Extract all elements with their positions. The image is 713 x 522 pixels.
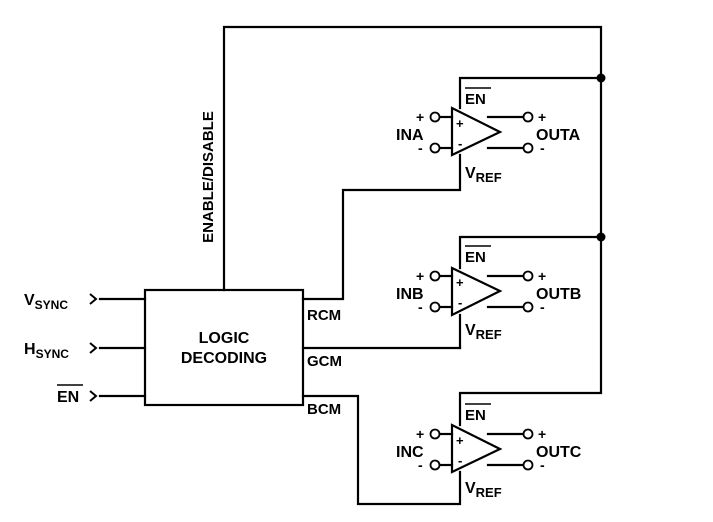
amplifier-b: + - + - INB + - OUTB EN VREF — [396, 245, 581, 342]
out-plus-sign-a: + — [538, 109, 546, 125]
logic-label: LOGIC — [199, 330, 250, 347]
opamp-minus-b: - — [458, 295, 462, 310]
enable-bus — [222, 25, 606, 427]
in-label-c: INC — [396, 444, 424, 461]
ctrl-label-rcm: RCM — [307, 307, 341, 324]
control-lines: RCM GCM BCM — [301, 153, 462, 506]
in-minus-sign-a: - — [418, 140, 423, 156]
junction-dot-b — [596, 232, 606, 242]
out-label-b: OUTB — [536, 286, 581, 303]
out-plus-sign-b: + — [538, 268, 546, 284]
opamp-triangle-c — [450, 423, 503, 474]
output-terminal-minus-c — [522, 459, 534, 471]
opamp-triangle-a — [450, 106, 503, 157]
input-hsync: HSYNC — [24, 341, 147, 361]
output-terminal-plus-c — [522, 428, 534, 440]
en-input-label: EN — [57, 389, 79, 406]
ctrl-label-bcm: BCM — [307, 401, 341, 418]
input-terminal-minus-b — [429, 301, 441, 313]
input-en: EN — [57, 384, 147, 406]
amplifier-c: + - + - INC + - OUTC EN VREF — [396, 403, 582, 500]
in-minus-sign-c: - — [418, 457, 423, 473]
en-label-c: EN — [465, 407, 486, 424]
in-plus-sign-c: + — [416, 426, 424, 442]
logic-decoding-block: LOGIC DECODING — [143, 288, 305, 407]
hsync-label: HSYNC — [24, 341, 69, 361]
in-plus-sign-b: + — [416, 268, 424, 284]
opamp-plus-b: + — [456, 275, 464, 290]
opamp-minus-a: - — [458, 136, 462, 151]
input-vsync: VSYNC — [24, 292, 147, 312]
input-terminal-minus-a — [429, 142, 441, 154]
input-terminal-plus-a — [429, 111, 441, 123]
input-terminal-plus-c — [429, 428, 441, 440]
out-plus-sign-c: + — [538, 426, 546, 442]
enable-disable-label: ENABLE/DISABLE — [200, 111, 217, 243]
opamp-plus-c: + — [456, 433, 464, 448]
vref-label-b: VREF — [465, 322, 502, 342]
output-terminal-plus-b — [522, 270, 534, 282]
vref-label-c: VREF — [465, 480, 502, 500]
en-label-a: EN — [465, 91, 486, 108]
input-terminal-plus-b — [429, 270, 441, 282]
ctrl-label-gcm: GCM — [307, 353, 342, 370]
en-label-b: EN — [465, 249, 486, 266]
amplifier-a: + - + - INA + - OUTA EN VREF — [396, 87, 581, 185]
vsync-label: VSYNC — [24, 292, 68, 312]
input-terminal-minus-c — [429, 459, 441, 471]
out-minus-sign-b: - — [540, 299, 545, 315]
in-plus-sign-a: + — [416, 109, 424, 125]
opamp-minus-c: - — [458, 453, 462, 468]
output-terminal-minus-b — [522, 301, 534, 313]
in-label-b: INB — [396, 286, 424, 303]
opamp-triangle-b — [450, 266, 503, 317]
out-label-a: OUTA — [536, 127, 581, 144]
junction-dot-a — [596, 73, 606, 83]
out-minus-sign-c: - — [540, 457, 545, 473]
vref-label-a: VREF — [465, 165, 502, 185]
decoding-label: DECODING — [181, 350, 267, 367]
in-label-a: INA — [396, 127, 424, 144]
in-minus-sign-b: - — [418, 299, 423, 315]
output-terminal-minus-a — [522, 142, 534, 154]
out-minus-sign-a: - — [540, 140, 545, 156]
opamp-plus-a: + — [456, 116, 464, 131]
out-label-c: OUTC — [536, 444, 582, 461]
output-terminal-plus-a — [522, 111, 534, 123]
